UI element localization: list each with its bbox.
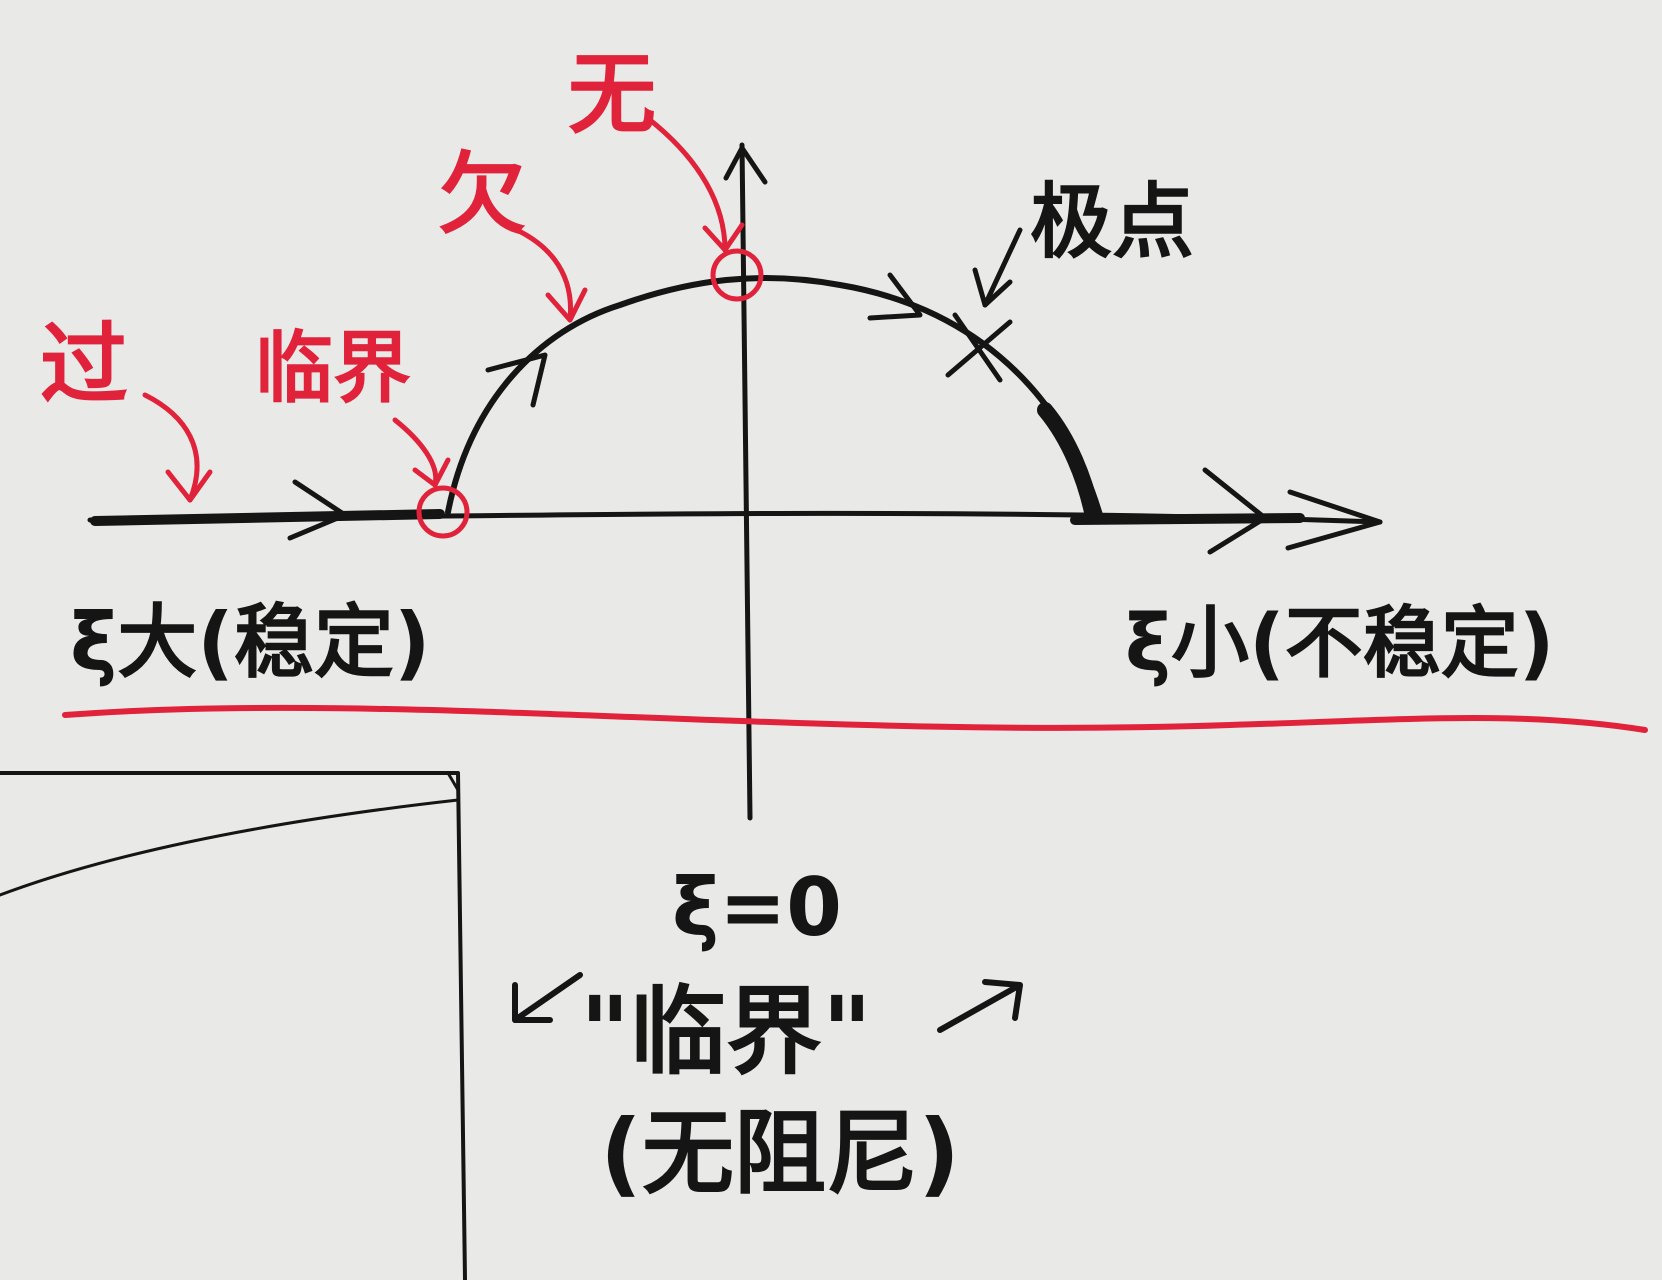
- imaginary-axis: [739, 142, 753, 821]
- locus-arc: [445, 274, 1103, 518]
- printed-figure-box: [0, 771, 467, 1280]
- pole-pointer-head: [972, 267, 1013, 308]
- figure-box-curve: [0, 798, 460, 897]
- red-annotations: [62, 117, 1648, 733]
- real-axis-arrow-right: [1202, 467, 1268, 555]
- label-over: 过: [40, 313, 128, 416]
- pole-mark-2: [945, 319, 1013, 378]
- undamped-point-circle: [710, 248, 764, 302]
- label-critical: 临界: [255, 324, 411, 414]
- labels: 过 临界 欠 无 极点 ξ大(稳定) ξ小(不稳定) ξ=0 "临界" (无阻尼…: [40, 43, 1554, 1207]
- label-under: 欠: [438, 143, 526, 246]
- under-arrow-head: [545, 287, 588, 323]
- label-undamped: 无: [568, 43, 656, 146]
- right-expand-arrow: [937, 979, 1023, 1033]
- label-left-side: ξ大(稳定): [70, 596, 430, 689]
- label-zeta-zero: ξ=0: [672, 861, 842, 954]
- under-arrow: [502, 222, 574, 323]
- underline-separator: [62, 704, 1648, 733]
- critical-point-circle: [416, 485, 470, 539]
- locus-arrow-down: [867, 272, 923, 321]
- figure-box-outline: [0, 771, 467, 1280]
- locus-arrow-up: [485, 352, 548, 408]
- left-expand-arrow: [512, 972, 583, 1023]
- label-no-damping: (无阻尼): [600, 1100, 960, 1207]
- over-arrow-head: [165, 469, 213, 503]
- root-locus: [445, 227, 1103, 520]
- real-axis-left-thick: [90, 509, 445, 526]
- undamped-arrow: [647, 117, 728, 253]
- label-critical-quote: "临界": [580, 976, 872, 1088]
- critical-arrow: [392, 417, 439, 488]
- real-axis-arrow-left: [287, 479, 348, 541]
- figure-box-corner: [446, 772, 460, 791]
- label-pole: 极点: [1030, 175, 1194, 270]
- label-right-side: ξ小(不稳定): [1125, 599, 1554, 689]
- pole-pointer-arrow: [982, 227, 1023, 308]
- imaginary-axis-arrowhead: [723, 145, 768, 185]
- real-axis-arrowhead: [1285, 489, 1383, 551]
- undamped-arrow-head: [702, 222, 745, 253]
- locus-arc-thick: [1037, 402, 1100, 520]
- critical-arrow-head: [412, 457, 451, 488]
- over-arrow: [142, 392, 200, 503]
- axes: [87, 142, 1383, 821]
